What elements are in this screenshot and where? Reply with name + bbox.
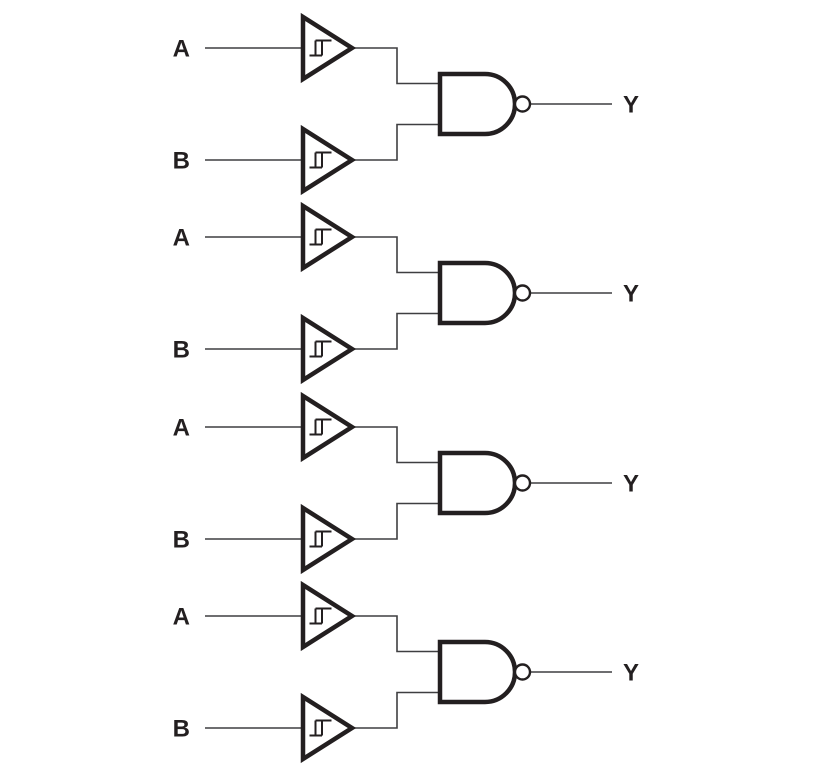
nand-gate-unit-1: A B Y: [173, 17, 639, 191]
input-a-label: A: [173, 604, 190, 631]
nand-gate-unit-3: A B Y: [173, 396, 639, 570]
input-b-label: B: [173, 527, 190, 554]
gate-unit-graphics: [205, 17, 612, 191]
output-y-label: Y: [623, 471, 639, 498]
input-a-label: A: [173, 415, 190, 442]
input-b-label: B: [173, 148, 190, 175]
input-b-label: B: [173, 337, 190, 364]
input-a-label: A: [173, 225, 190, 252]
output-y-label: Y: [623, 660, 639, 687]
gate-unit-graphics: [205, 396, 612, 570]
gate-unit-graphics: [205, 206, 612, 380]
input-b-label: B: [173, 716, 190, 743]
input-a-label: A: [173, 36, 190, 63]
output-y-label: Y: [623, 281, 639, 308]
nand-gate-unit-2: A B Y: [173, 206, 639, 380]
output-y-label: Y: [623, 92, 639, 119]
gate-unit-graphics: [205, 585, 612, 759]
nand-gate-unit-4: A B Y: [173, 585, 639, 759]
